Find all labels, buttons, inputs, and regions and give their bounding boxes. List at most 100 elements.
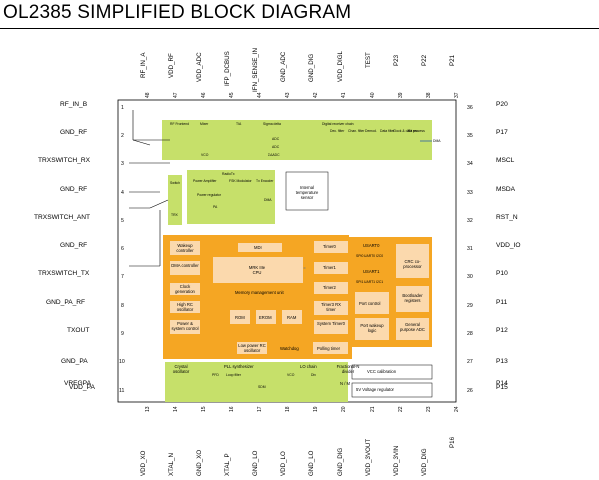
pin-number-48: 48 bbox=[145, 92, 151, 98]
pin-label-18: VDD_LO bbox=[280, 451, 287, 476]
switch-label: Switch bbox=[170, 181, 180, 185]
dma-controller-label: DMA controller bbox=[171, 263, 199, 268]
pin-label-10: GND_PA bbox=[61, 358, 88, 365]
wakeup-controller-box bbox=[170, 241, 200, 255]
pin-number-39: 39 bbox=[398, 92, 404, 98]
pin-label-6: GND_RF bbox=[60, 242, 88, 249]
pin-number-36: 36 bbox=[467, 105, 473, 111]
pin-number-40: 40 bbox=[370, 92, 376, 98]
dig-block-3: Demod. bbox=[365, 129, 377, 133]
ram-label: RAM bbox=[287, 315, 297, 320]
port-control-box bbox=[355, 292, 389, 314]
i2c1-label: I2C1 bbox=[376, 280, 384, 284]
pin-label-31: VDD_IO bbox=[496, 242, 521, 249]
radio-tx-title: RadioTx bbox=[222, 172, 235, 176]
cpu-label: MRK IIIe CPU bbox=[248, 265, 266, 275]
rx-chain-band bbox=[162, 120, 432, 160]
pin-label-48: RF_IN_A bbox=[140, 52, 147, 78]
pin-number-31: 31 bbox=[467, 246, 473, 252]
pin-label-42: GND_DIG bbox=[308, 53, 315, 82]
radio-tx-dma-label: DMA bbox=[264, 198, 272, 202]
pin-label-38: P22 bbox=[421, 54, 428, 66]
pin-label-46: VDD_ADC bbox=[196, 52, 203, 82]
dig-block-1: Dec. filter bbox=[330, 129, 345, 133]
dig-block-4: Data filter bbox=[380, 129, 395, 133]
gp-adc-label: General purpose ADC bbox=[400, 322, 425, 332]
pin-number-41: 41 bbox=[341, 92, 347, 98]
tia-label: TIA bbox=[236, 122, 242, 126]
pin-number-47: 47 bbox=[173, 92, 179, 98]
pin-number-24: 24 bbox=[454, 406, 460, 412]
pin-number-42: 42 bbox=[313, 92, 319, 98]
polling-timer-box bbox=[313, 342, 348, 354]
pin-label-32: RST_N bbox=[496, 214, 518, 221]
pin-label-17: GND_LO bbox=[252, 450, 259, 476]
pin-number-6: 6 bbox=[121, 246, 124, 252]
pin-label-21: VDD_3VOUT bbox=[365, 438, 372, 476]
pin-label-16: XTAL_P bbox=[224, 453, 231, 476]
title-underline bbox=[0, 28, 599, 29]
pll-label: PLL synthesizer bbox=[224, 364, 254, 369]
pin-number-4: 4 bbox=[121, 190, 124, 196]
dig-block-2: Chan. filter bbox=[348, 129, 365, 133]
pin-label-24: P16 bbox=[449, 436, 456, 448]
pin-label-28: P12 bbox=[496, 327, 508, 334]
pin-number-43: 43 bbox=[285, 92, 291, 98]
freq-div-label: Fractional-N divider bbox=[336, 364, 360, 374]
pin-number-44: 44 bbox=[257, 92, 263, 98]
sigma-adc-label: ΣΔADC bbox=[268, 153, 280, 157]
timer1-label: Timer1 bbox=[323, 265, 336, 270]
pin-number-21: 21 bbox=[370, 406, 376, 412]
pin-number-46: 46 bbox=[201, 92, 207, 98]
pin-label-39: P23 bbox=[393, 54, 400, 66]
fsk-modulator-label: FSK Modulator bbox=[229, 179, 252, 183]
system-timer-box bbox=[314, 320, 348, 334]
pin-label-12-visible: VDD_PA bbox=[69, 384, 95, 391]
pin-label-22: VDD_3VIN bbox=[393, 445, 400, 476]
pin-number-37: 37 bbox=[454, 92, 460, 98]
pin-label-30: P10 bbox=[496, 270, 508, 277]
eerom-label: EROM bbox=[259, 315, 272, 320]
trx-label: TRX bbox=[171, 213, 178, 217]
timer3-label: Timer3 RX timer bbox=[321, 302, 341, 312]
pin-label-4: GND_RF bbox=[60, 186, 88, 193]
dig-block-5: Clock & data rec. bbox=[393, 129, 419, 133]
pin-label-35: P17 bbox=[496, 129, 508, 136]
pfd-label: PFD bbox=[212, 373, 219, 377]
pin-label-25: P15 bbox=[496, 384, 508, 391]
pin-number-7: 7 bbox=[121, 274, 124, 280]
pin-number-23: 23 bbox=[426, 406, 432, 412]
dig-block-6: Bit process bbox=[408, 129, 425, 133]
power-regulator-label: Power regulator bbox=[197, 193, 221, 197]
low-rc-box bbox=[237, 342, 267, 354]
pin-label-40: TEST bbox=[365, 52, 372, 68]
pin-label-3: TRXSWITCH_RX bbox=[38, 157, 91, 164]
uart0-label: UART0 bbox=[364, 254, 376, 258]
bootloader-label: Bootloader registers bbox=[402, 293, 423, 303]
crc-label: CRC co-processor bbox=[403, 259, 422, 269]
pin-number-32: 32 bbox=[467, 218, 473, 224]
crystal-osc-label: Crystal oscillator bbox=[172, 364, 190, 374]
eerom-box bbox=[256, 310, 276, 324]
i2c0-label: I2C0 bbox=[376, 254, 384, 258]
ram-box bbox=[282, 310, 302, 324]
sdm-label: SDM bbox=[258, 385, 266, 389]
pin-label-9: TXOUT bbox=[67, 327, 90, 334]
pin-number-10: 10 bbox=[119, 359, 125, 365]
adc-q-label: ADC bbox=[272, 145, 280, 149]
pin-number-15: 15 bbox=[201, 406, 207, 412]
pin-number-1: 1 bbox=[121, 105, 124, 111]
pin-number-11: 11 bbox=[119, 388, 125, 394]
vcc-calibration-label: VCC calibration bbox=[367, 369, 397, 374]
usart1-label: USART1 bbox=[363, 269, 380, 274]
lo-chain-label: LO chain bbox=[300, 364, 317, 369]
system-timer-label: System Timer0 bbox=[317, 321, 345, 326]
pin-label-47: VDD_RF bbox=[168, 53, 175, 78]
pin-label-44: IFN_SENSE_IN bbox=[252, 47, 259, 92]
sigma-delta-label: Sigma delta bbox=[263, 122, 281, 126]
tx-encoder-label: Tx Encoder bbox=[256, 179, 274, 183]
polling-timer-label: Polling timer bbox=[317, 346, 341, 351]
high-rc-box bbox=[170, 301, 200, 313]
pin-number-45: 45 bbox=[229, 92, 235, 98]
pin-label-27: P13 bbox=[496, 358, 508, 365]
